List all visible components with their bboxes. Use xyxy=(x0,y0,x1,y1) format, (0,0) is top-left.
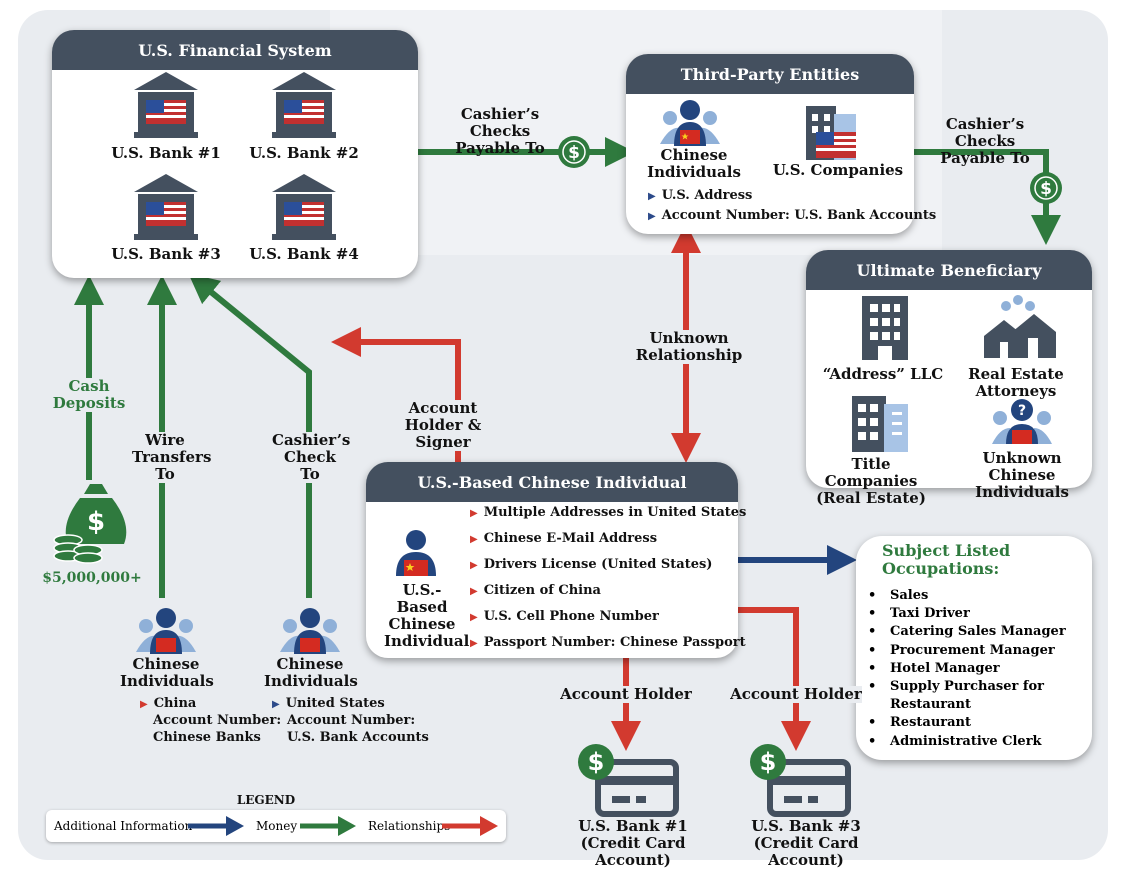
occupation-item: Catering Sales Manager xyxy=(866,623,1066,641)
occupation-item: Taxi Driver xyxy=(866,605,1066,623)
subject-detail-3: ▶Drivers License (United States) xyxy=(470,557,713,572)
holder-signer-label: Account Holder & Signer xyxy=(388,400,498,451)
third-party-title: Third-Party Entities xyxy=(626,54,914,94)
legend: Additional Information Money Relationshi… xyxy=(46,810,506,842)
legend-money-label: Money xyxy=(256,819,298,833)
cashiers-check-label: Cashier’s Check To xyxy=(272,431,351,483)
legend-relationship-arrow-icon xyxy=(442,816,498,836)
china-group-detail-3: Chinese Banks xyxy=(153,730,261,745)
account-holder-arrow-2 xyxy=(738,607,811,751)
subject-icon-label: U.S.-Based Chinese Individual xyxy=(384,581,470,650)
account-holder-label-2: Account Holder xyxy=(730,685,862,703)
unknown-individuals-label: Unknown Chinese Individuals xyxy=(975,449,1069,501)
us-group-title: Chinese Individuals xyxy=(264,655,358,690)
address-llc-label: “Address” LLC xyxy=(822,365,944,383)
us-group-detail-3: U.S. Bank Accounts xyxy=(287,730,429,745)
subject-detail-4: ▶Citizen of China xyxy=(470,583,601,598)
occupation-item: Procurement Manager xyxy=(866,642,1066,660)
occupation-item: Administrative Clerk xyxy=(866,733,1066,751)
bank-label-1: U.S. Bank #1 xyxy=(111,144,221,162)
third-party-companies-label: U.S. Companies xyxy=(772,161,904,179)
triangle-bullet-icon: ▶ xyxy=(470,534,478,545)
third-party-individuals-label: Chinese Individuals xyxy=(647,146,741,181)
subject-detail-1: ▶Multiple Addresses in United States xyxy=(470,505,747,520)
bank-label-2: U.S. Bank #2 xyxy=(249,144,359,162)
third-party-detail-1: ▶U.S. Address xyxy=(648,188,753,203)
occupations-list: Sales Taxi Driver Catering Sales Manager… xyxy=(866,587,1066,751)
triangle-bullet-icon: ▶ xyxy=(470,560,478,571)
china-group-detail-2: Account Number: xyxy=(153,713,282,728)
subject-detail-6: ▶Passport Number: Chinese Passport xyxy=(470,635,746,650)
occupation-item: Hotel Manager xyxy=(866,660,1066,678)
triangle-bullet-icon: ▶ xyxy=(648,191,656,202)
occupation-item: Supply Purchaser for Restaurant xyxy=(866,678,1060,714)
legend-additional-label: Additional Information xyxy=(54,819,193,833)
title-companies-label: Title Companies (Real Estate) xyxy=(816,455,926,507)
bank-label-4: U.S. Bank #4 xyxy=(249,245,359,263)
financial-system-title: U.S. Financial System xyxy=(52,30,418,70)
legend-info-arrow-icon xyxy=(188,816,244,836)
triangle-bullet-icon: ▶ xyxy=(470,612,478,623)
legend-money-arrow-icon xyxy=(300,816,356,836)
legend-relationships-label: Relationships xyxy=(368,819,451,833)
china-group-title: Chinese Individuals xyxy=(120,655,214,690)
card-label-1: U.S. Bank #1 (Credit Card Account) xyxy=(578,817,688,869)
us-group-detail-1: ▶United States xyxy=(272,696,385,711)
wire-transfers-label: Wire Transfers To xyxy=(132,431,212,483)
triangle-bullet-icon: ▶ xyxy=(648,211,656,222)
card-label-2: U.S. Bank #3 (Credit Card Account) xyxy=(751,817,861,869)
triangle-bullet-icon: ▶ xyxy=(272,699,280,710)
cashiers-check-arrow xyxy=(188,273,312,598)
triangle-bullet-icon: ▶ xyxy=(140,699,148,710)
triangle-bullet-icon: ▶ xyxy=(470,508,478,519)
real-estate-attorneys-label: Real Estate Attorneys xyxy=(968,365,1064,400)
svg-text:$: $ xyxy=(1040,179,1052,199)
financial-system-panel: U.S. Financial System xyxy=(52,30,418,278)
cash-deposits-label: Cash Deposits xyxy=(30,378,148,412)
checks-to-third-label: Cashier’s Checks Payable To xyxy=(455,105,545,157)
subject-detail-2: ▶Chinese E-Mail Address xyxy=(470,531,658,546)
bank-label-3: U.S. Bank #3 xyxy=(111,245,221,263)
occupations-title: Subject Listed Occupations: xyxy=(882,541,1011,578)
third-party-panel: Third-Party Entities xyxy=(626,54,914,234)
cash-amount-label: $5,000,000+ xyxy=(42,570,142,586)
triangle-bullet-icon: ▶ xyxy=(470,638,478,649)
legend-title: LEGEND xyxy=(236,793,296,807)
svg-text:$: $ xyxy=(568,143,580,163)
account-holder-label-1: Account Holder xyxy=(560,685,692,703)
china-group-detail-1: ▶China xyxy=(140,696,197,711)
subject-detail-5: ▶U.S. Cell Phone Number xyxy=(470,609,659,624)
checks-to-beneficiary-label: Cashier’s Checks Payable To xyxy=(940,115,1030,167)
subject-title: U.S.-Based Chinese Individual xyxy=(366,462,738,502)
occupation-item: Restaurant xyxy=(866,714,1066,732)
occupation-item: Sales xyxy=(866,587,1066,605)
beneficiary-title: Ultimate Beneficiary xyxy=(806,250,1092,290)
dollar-badge-icon: $ xyxy=(1030,172,1062,204)
unknown-relationship-label: Unknown Relationship xyxy=(634,329,744,364)
us-group-detail-2: Account Number: xyxy=(287,713,416,728)
dollar-badge-icon: $ xyxy=(558,136,590,168)
third-party-detail-2: ▶Account Number: U.S. Bank Accounts xyxy=(648,208,937,223)
triangle-bullet-icon: ▶ xyxy=(470,586,478,597)
